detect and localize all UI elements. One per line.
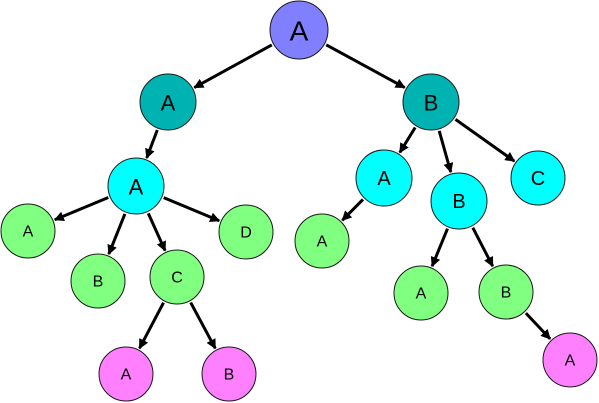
edge-arrow-n_RB_B-to-n_RBB_A <box>430 228 449 268</box>
node-circle <box>201 346 257 402</box>
edge-arrow-n_R_B-to-n_RB_A <box>398 126 417 154</box>
node-circle <box>542 332 598 388</box>
edge-arrow-n_LA_A-to-n_LAA_A <box>53 196 109 222</box>
tree-node-n_RBB_A: A <box>393 265 449 321</box>
edge-arrow-n_RBB_B-to-n_RBBB_A <box>524 312 552 340</box>
tree-node-n_L_A: A <box>139 73 197 131</box>
node-circle <box>0 203 56 259</box>
edge-arrow-n_LA_A-to-n_LAA_B <box>107 213 127 256</box>
edge-layer <box>53 43 552 350</box>
node-label: A <box>23 224 34 241</box>
tree-node-n_LAA_A: A <box>0 203 56 259</box>
node-circle <box>218 204 274 260</box>
edge-arrow-n_LAA_C-to-n_LAAC_A <box>138 302 165 350</box>
edge-arrow-n_RB_B-to-n_RBB_B <box>471 227 495 268</box>
tree-node-n_RB_C: C <box>510 150 566 206</box>
tree-node-n_R_B: B <box>402 73 460 131</box>
tree-node-n_RBBB_A: A <box>542 332 598 388</box>
node-label: A <box>317 234 328 251</box>
tree-node-n_LAAC_B: B <box>201 346 257 402</box>
node-circle <box>430 172 488 230</box>
node-label: A <box>121 367 132 384</box>
edge-arrow-n_LA_A-to-n_LAA_D <box>163 196 221 223</box>
node-label: B <box>224 367 235 384</box>
node-circle <box>355 149 413 207</box>
node-label: A <box>565 353 576 370</box>
edge-arrow-n_R_B-to-n_RB_B <box>437 130 454 174</box>
node-label: C <box>171 270 183 287</box>
edge-arrow-n_LA_A-to-n_LAA_C <box>146 212 167 252</box>
node-label: A <box>129 175 144 200</box>
node-label: A <box>377 168 391 190</box>
tree-node-n_RB_A: A <box>355 149 413 207</box>
node-circle <box>393 265 449 321</box>
node-label: A <box>416 286 427 303</box>
tree-node-n_root: A <box>269 0 329 60</box>
edge-arrow-n_R_B-to-n_RB_C <box>454 118 516 163</box>
node-label: B <box>501 285 512 302</box>
edge-arrow-n_root-to-n_R_B <box>325 43 406 89</box>
node-circle <box>478 264 534 320</box>
node-label: A <box>161 91 176 116</box>
node-label: A <box>290 16 309 47</box>
tree-node-n_LAAC_A: A <box>98 346 154 402</box>
node-label: C <box>531 168 545 190</box>
tree-node-n_RBA_A: A <box>294 213 350 269</box>
node-label: B <box>424 91 439 116</box>
tree-node-n_LAA_C: C <box>149 249 205 305</box>
edge-arrow-n_root-to-n_L_A <box>193 43 273 89</box>
edge-arrow-n_RB_A-to-n_RBA_A <box>341 198 365 222</box>
edge-arrow-n_L_A-to-n_LA_A <box>145 129 159 159</box>
node-label: B <box>93 274 104 291</box>
node-label: B <box>452 191 465 213</box>
node-circle <box>70 253 126 309</box>
node-circle <box>107 157 165 215</box>
tree-node-n_RB_B: B <box>430 172 488 230</box>
node-circle <box>139 73 197 131</box>
edge-arrow-n_LAA_C-to-n_LAAC_B <box>189 301 217 350</box>
node-circle <box>402 73 460 131</box>
tree-node-n_LA_A: A <box>107 157 165 215</box>
node-circle <box>149 249 205 305</box>
tree-node-n_LAA_B: B <box>70 253 126 309</box>
node-circle <box>294 213 350 269</box>
node-circle <box>98 346 154 402</box>
node-circle <box>269 0 329 60</box>
node-circle <box>510 150 566 206</box>
tree-node-n_RBB_B: B <box>478 264 534 320</box>
tree-node-n_LAA_D: D <box>218 204 274 260</box>
node-label: D <box>240 225 252 242</box>
